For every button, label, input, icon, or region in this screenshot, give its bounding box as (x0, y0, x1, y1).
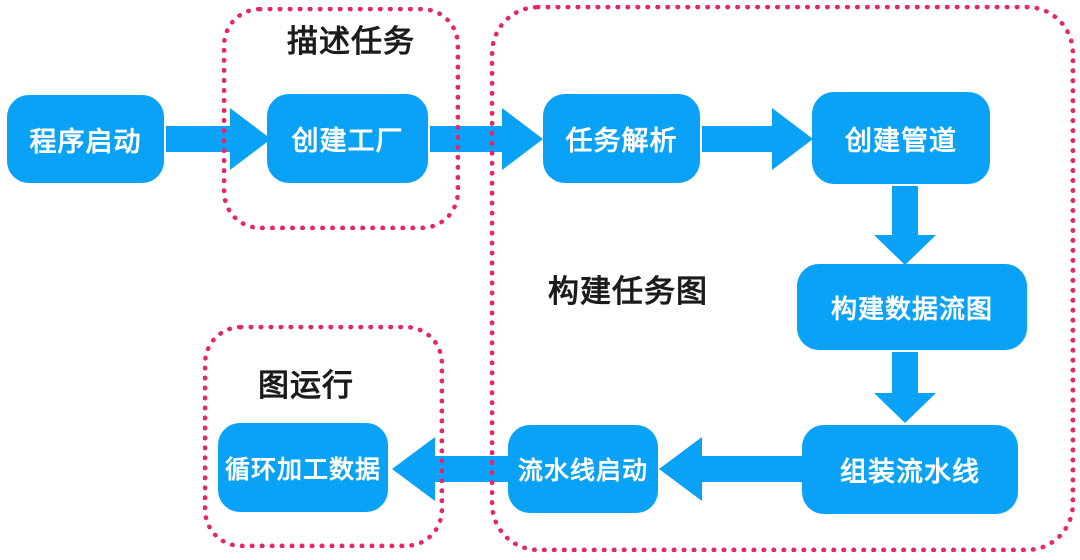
arrow-tail (892, 186, 918, 236)
node-loop-process-data: 循环加工数据 (218, 423, 388, 512)
group-label-graph-run: 图运行 (258, 368, 354, 404)
arrow-right-icon (230, 108, 271, 170)
arrow-right-icon (772, 108, 813, 170)
node-pipeline-start: 流水线启动 (508, 425, 658, 513)
arrow-down-icon (874, 235, 936, 265)
group-label-describe-task: 描述任务 (287, 24, 415, 60)
arrow-tail (701, 456, 803, 482)
arrow-left-icon (659, 437, 702, 501)
arrow-tail (892, 352, 918, 394)
arrow-tail (434, 456, 509, 482)
arrow-right-icon (502, 108, 543, 170)
node-assemble-pipeline: 组装流水线 (802, 425, 1018, 514)
arrow-left-icon (392, 437, 435, 501)
arrow-tail (430, 126, 503, 152)
node-task-parse: 任务解析 (543, 94, 700, 183)
node-program-start: 程序启动 (7, 95, 164, 183)
node-create-pipeline: 创建管道 (812, 92, 990, 184)
node-build-dataflow-graph: 构建数据流图 (797, 264, 1027, 350)
arrow-down-icon (874, 393, 936, 423)
node-create-factory: 创建工厂 (267, 94, 428, 183)
group-label-build-task-graph: 构建任务图 (548, 274, 708, 310)
arrow-tail (702, 126, 773, 152)
arrow-tail (166, 126, 232, 152)
